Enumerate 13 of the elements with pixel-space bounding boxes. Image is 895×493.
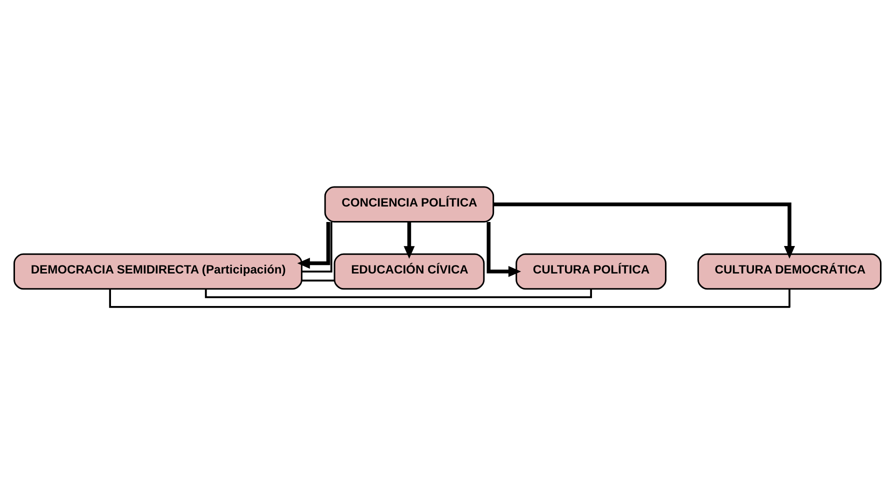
connector [302, 279, 334, 282]
node-box: CULTURA DEMOCRÁTICA [697, 252, 882, 290]
arrow [297, 222, 330, 268]
connector [109, 288, 790, 308]
connector [204, 288, 592, 298]
arrow [493, 202, 795, 258]
arrow [486, 222, 522, 277]
node-box: CULTURA POLÍTICA [516, 252, 666, 290]
node-box: CONCIENCIA POLÍTICA [324, 186, 494, 222]
node-box: EDUCACIÓN CÍVICA [334, 252, 485, 290]
connector [302, 222, 332, 272]
node-box: DEMOCRACIA SEMIDIRECTA (Participación) [13, 252, 302, 290]
arrow [404, 222, 415, 258]
